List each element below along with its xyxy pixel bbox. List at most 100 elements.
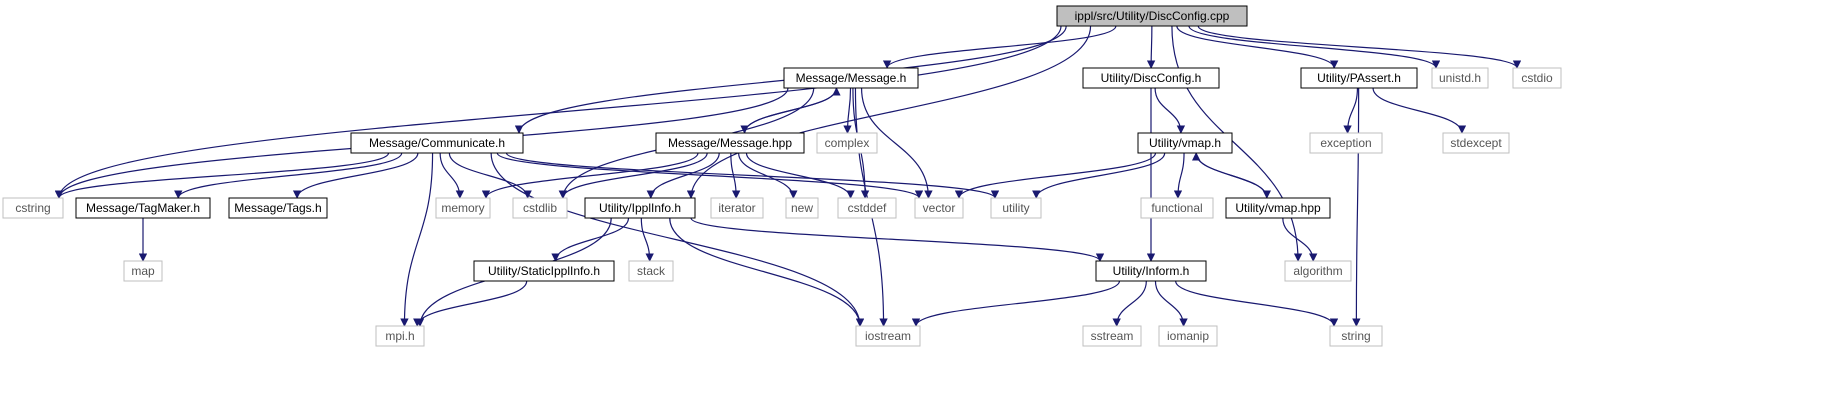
edge-root-to-utility_passert_h [1176,25,1339,69]
node-utility-passert-h[interactable]: Utility/PAssert.h [1300,67,1418,89]
node-iomanip: iomanip [1158,325,1218,347]
node-label: ippl/src/Utility/DiscConfig.cpp [1075,9,1230,23]
node-complex: complex [816,132,878,154]
node-box [584,197,696,219]
node-box [2,197,64,219]
node-box [783,67,919,89]
edge-communicate_h-to-tags_h [292,152,419,199]
node-tagmaker-h[interactable]: Message/TagMaker.h [75,197,211,219]
node-box [1082,67,1220,89]
node-box [1284,260,1352,282]
node-utility: utility [990,197,1042,219]
node-utility-vmap-hpp[interactable]: Utility/vmap.hpp [1225,197,1331,219]
node-message-hpp[interactable]: Message/Message.hpp [655,132,805,154]
node-communicate-h[interactable]: Message/Communicate.h [350,132,524,154]
node-unistd-h: unistd.h [1431,67,1489,89]
edge-message_hpp-to-memory [481,152,699,199]
node-algorithm: algorithm [1284,260,1352,282]
node-message-h[interactable]: Message/Message.h [783,67,919,89]
node-label: Message/Tags.h [234,201,321,215]
node-label: functional [1151,201,1202,215]
edge-ipplinfo_h-to-iostream [669,217,865,327]
node-label: algorithm [1293,264,1342,278]
node-box [435,197,491,219]
node-utility-discconfig-h[interactable]: Utility/DiscConfig.h [1082,67,1220,89]
node-label: Utility/vmap.h [1149,136,1221,150]
nodes-layer: ippl/src/Utility/DiscConfig.cppMessage/M… [2,5,1562,347]
node-ipplinfo-h[interactable]: Utility/IpplInfo.h [584,197,696,219]
node-label: map [131,264,155,278]
edge-root-to-cstdio [1197,25,1522,69]
edge-root-to-ipplinfo_h [686,25,1092,199]
node-label: cstddef [848,201,887,215]
node-box [1140,197,1214,219]
node-box [1300,67,1418,89]
node-exception: exception [1309,132,1383,154]
node-utility-inform-h[interactable]: Utility/Inform.h [1095,260,1207,282]
node-box [628,260,674,282]
node-box [710,197,764,219]
node-box [1512,67,1562,89]
edge-message_hpp-to-cstddef [745,152,855,199]
node-box [123,260,163,282]
node-tags-h[interactable]: Message/Tags.h [228,197,328,219]
node-label: Utility/vmap.hpp [1235,201,1321,215]
node-iterator: iterator [710,197,764,219]
node-label: stdexcept [1450,136,1502,150]
edge-utility_inform_h-to-iomanip [1154,280,1188,327]
node-root[interactable]: ippl/src/Utility/DiscConfig.cpp [1056,5,1248,27]
edge-message_hpp-to-ipplinfo_h [646,152,720,199]
node-box [512,197,568,219]
node-utility-vmap-h[interactable]: Utility/vmap.h [1137,132,1233,154]
edge-root-to-algorithm [1171,25,1303,262]
edge-utility_vmap_h-to-vector [954,152,1157,199]
node-staticipplinfo-h[interactable]: Utility/StaticIpplInfo.h [473,260,615,282]
edge-utility_passert_h-to-string [1352,87,1361,327]
node-stack: stack [628,260,674,282]
edge-utility_vmap_h-to-functional [1173,152,1185,199]
node-box [375,325,425,347]
node-box [1056,5,1248,27]
node-label: string [1341,329,1370,343]
edge-utility_vmap_h-to-utility [1032,152,1166,199]
edge-message_hpp-to-cstdlib [558,152,708,199]
node-box [785,197,819,219]
node-iostream: iostream [855,325,921,347]
edge-ipplinfo_h-to-stack [640,217,654,262]
node-box [1158,325,1218,347]
node-label: iomanip [1167,329,1209,343]
node-label: memory [441,201,484,215]
edge-utility_passert_h-to-exception [1343,87,1359,134]
edge-utility_vmap_hpp-to-algorithm [1282,217,1318,262]
node-box [473,260,615,282]
edge-communicate_h-to-memory [439,152,465,199]
edge-utility_inform_h-to-iostream [911,280,1121,327]
node-label: cstring [15,201,50,215]
node-label: Message/Message.hpp [668,136,792,150]
edge-communicate_h-to-vector [496,152,924,199]
edge-utility_inform_h-to-sstream [1112,280,1147,327]
node-cstdlib: cstdlib [512,197,568,219]
node-label: Utility/IpplInfo.h [599,201,681,215]
edge-message_h-to-vector [860,87,933,199]
node-memory: memory [435,197,491,219]
edge-utility_discconfig_h-to-utility_vmap_h [1154,87,1186,134]
node-box [816,132,878,154]
node-stdexcept: stdexcept [1442,132,1510,154]
node-new: new [785,197,819,219]
node-box [914,197,964,219]
node-label: cstdlib [523,201,557,215]
node-label: Message/TagMaker.h [86,201,200,215]
edge-ipplinfo_h-to-utility_inform_h [690,217,1105,262]
edge-utility_vmap_hpp-to-utility_vmap_h [1191,152,1268,199]
node-functional: functional [1140,197,1214,219]
node-label: Utility/Inform.h [1113,264,1190,278]
edge-root-to-cstring [54,25,1062,199]
node-box [1442,132,1510,154]
node-box [837,197,897,219]
node-label: mpi.h [385,329,414,343]
node-label: Utility/PAssert.h [1317,71,1401,85]
node-label: new [791,201,813,215]
node-label: stack [637,264,666,278]
